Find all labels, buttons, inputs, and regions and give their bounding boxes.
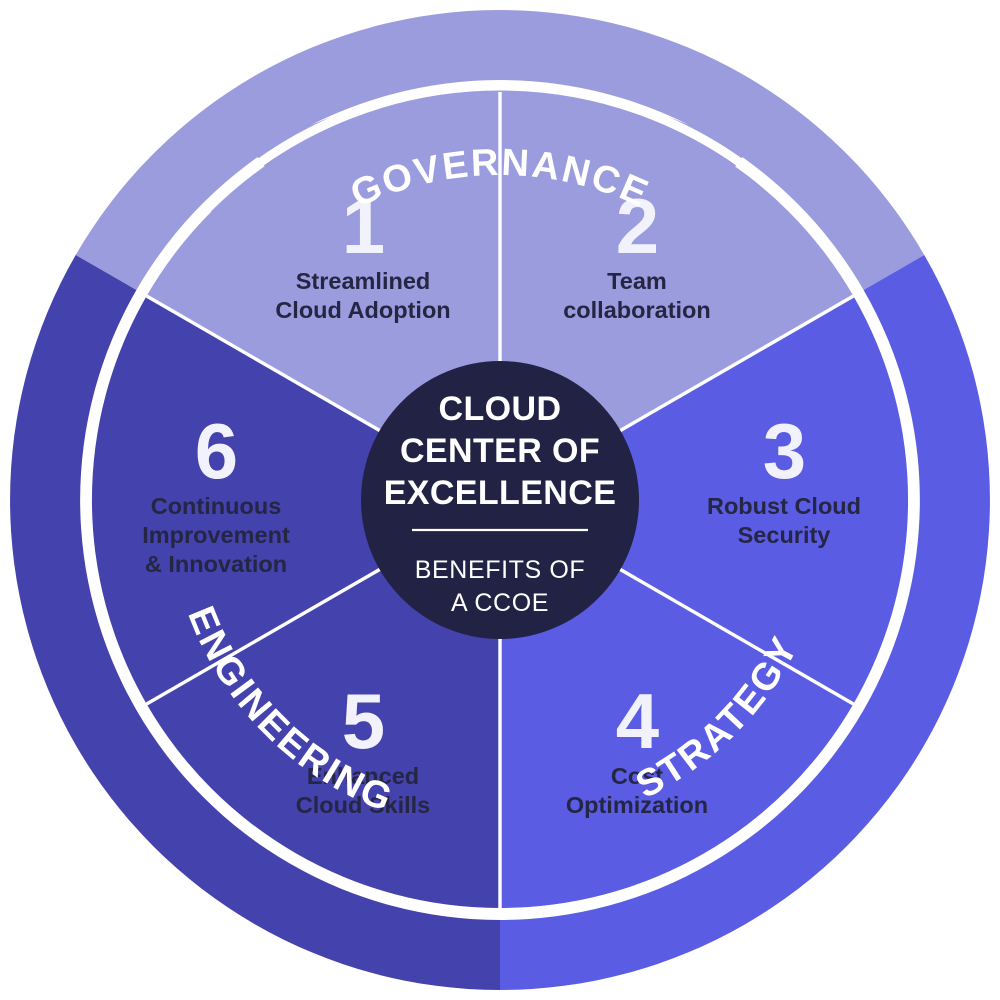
segment-5-number: 5 [342, 677, 384, 765]
segment-1-number: 1 [342, 182, 384, 270]
segment-6-number: 6 [195, 407, 237, 495]
segment-2-label-line-1: Team [607, 268, 667, 294]
outer-band-engineering [10, 255, 500, 990]
center-text-group: CLOUD CENTER OF EXCELLENCE BENEFITS OF A… [384, 390, 617, 617]
outer-band-strategy [500, 255, 990, 990]
segment-text-group: 1 Streamlined Cloud Adoption 2 Team coll… [142, 182, 861, 818]
center-title-line-3: EXCELLENCE [384, 474, 617, 512]
segment-5-label-line-2: Cloud Skills [296, 792, 431, 818]
center-subtitle-line-2: A CCOE [451, 589, 549, 617]
segment-3 [500, 296, 909, 704]
center-title-line-1: CLOUD [439, 390, 562, 428]
segment-6-label-line-2: Improvement [142, 522, 290, 548]
center-subtitle-line-1: BENEFITS OF [415, 556, 586, 584]
outer-band-governance-fill [75, 10, 925, 290]
center-circle [361, 361, 639, 639]
segment-1-label-line-1: Streamlined [296, 268, 431, 294]
segment-6-label-line-1: Continuous [151, 493, 282, 519]
segment-3-label-line-2: Security [738, 522, 831, 548]
segment-2-label-line-2: collaboration [563, 297, 711, 323]
separator-ring [81, 81, 919, 919]
segment-3-number: 3 [763, 407, 805, 495]
segment-6-label-line-3: & Innovation [145, 551, 287, 577]
center-title-line-2: CENTER OF [400, 432, 600, 470]
segment-1-label-line-2: Cloud Adoption [275, 297, 450, 323]
segment-4-label-line-2: Optimization [566, 792, 708, 818]
segment-2-number: 2 [616, 182, 658, 270]
segment-5-label-line-1: Enhanced [307, 763, 419, 789]
segment-4-label-line-1: Cost [611, 763, 663, 789]
segment-6 [91, 296, 501, 704]
segment-3-label-line-1: Robust Cloud [707, 493, 861, 519]
segment-4-number: 4 [616, 677, 659, 765]
